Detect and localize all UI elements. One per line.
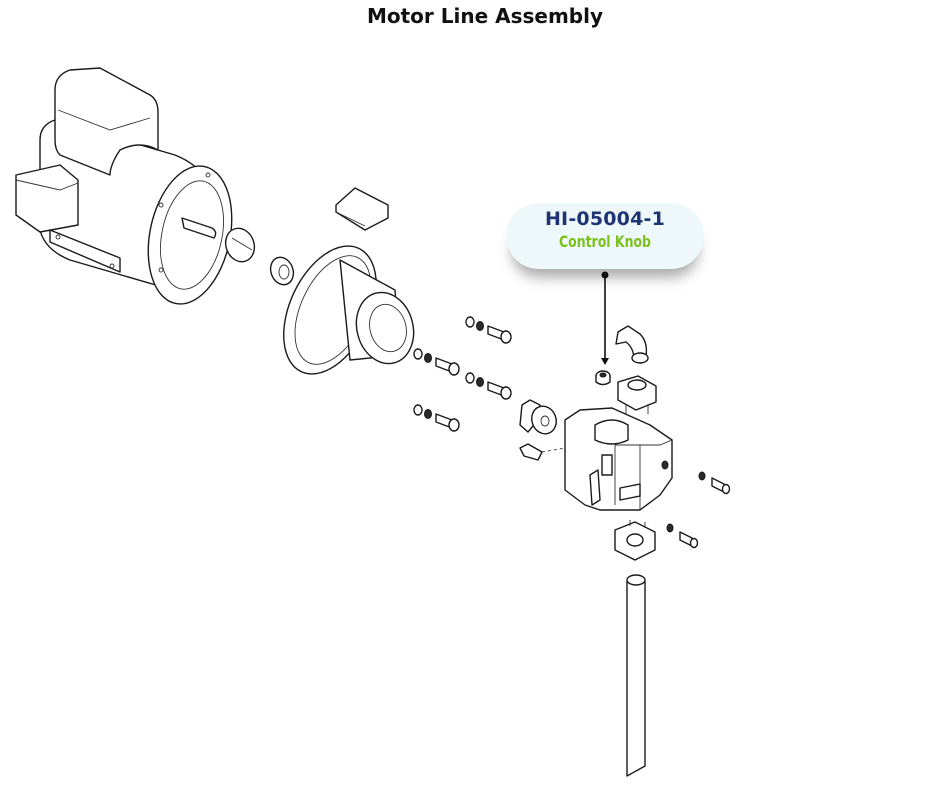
flange-bolts — [666, 471, 731, 549]
elbow-fitting — [615, 325, 649, 364]
pump-coupling-half — [519, 399, 557, 435]
coupling-spider — [269, 256, 295, 286]
coupling-guard-cover — [335, 187, 389, 231]
suction-pipe — [626, 574, 646, 777]
callout-leader — [601, 271, 609, 365]
hose-fitting — [519, 443, 566, 461]
electric-motor — [15, 67, 233, 305]
inlet-flange — [617, 375, 657, 414]
callout-description: Control Knob — [558, 232, 651, 251]
diagram-title: Motor Line Assembly — [366, 4, 604, 28]
motor-coupling-half — [224, 227, 256, 263]
callout-part-number: HI-05004-1 — [544, 208, 666, 230]
control-knob — [595, 370, 611, 386]
part-callout: HI-05004-1 Control Knob — [506, 203, 704, 269]
outlet-flange — [614, 520, 656, 561]
hydraulic-pump — [564, 407, 673, 511]
bolts-washers — [413, 316, 512, 432]
bell-housing — [283, 245, 415, 375]
